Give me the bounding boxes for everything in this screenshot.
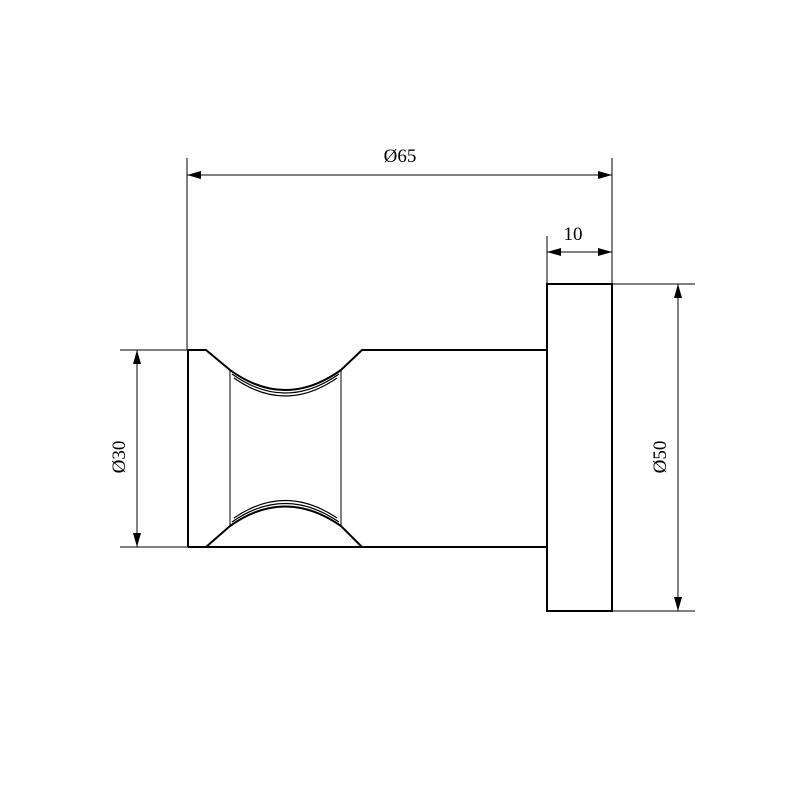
- groove-bottom-line-2: [233, 500, 338, 519]
- arrowhead-right: [598, 171, 612, 179]
- dimension-overall-width: Ø65: [186, 146, 613, 350]
- dimension-label-plate-diameter: Ø50: [650, 441, 671, 474]
- dimension-knob-diameter: Ø30: [109, 349, 188, 548]
- groove-top-line-2: [233, 377, 338, 397]
- arrowhead-top: [674, 284, 682, 298]
- dimension-plate-thickness: 10: [546, 224, 612, 284]
- arrowhead-left: [547, 248, 561, 256]
- arrowhead-bottom: [133, 533, 141, 547]
- dimension-label-knob-diameter: Ø30: [109, 441, 130, 474]
- arrowhead-top: [133, 350, 141, 364]
- dimension-label-overall-width: Ø65: [384, 146, 417, 167]
- wall-plate: [546, 283, 613, 612]
- dimension-label-plate-thickness: 10: [564, 224, 583, 245]
- arrowhead-right: [598, 248, 612, 256]
- hook-body-outline: [188, 349, 547, 548]
- arrowhead-bottom: [674, 597, 682, 611]
- arrowhead-left: [187, 171, 201, 179]
- groove-bottom-line-1: [231, 502, 340, 523]
- groove-top-line-1: [231, 373, 340, 394]
- dimension-plate-diameter: Ø50: [612, 283, 695, 612]
